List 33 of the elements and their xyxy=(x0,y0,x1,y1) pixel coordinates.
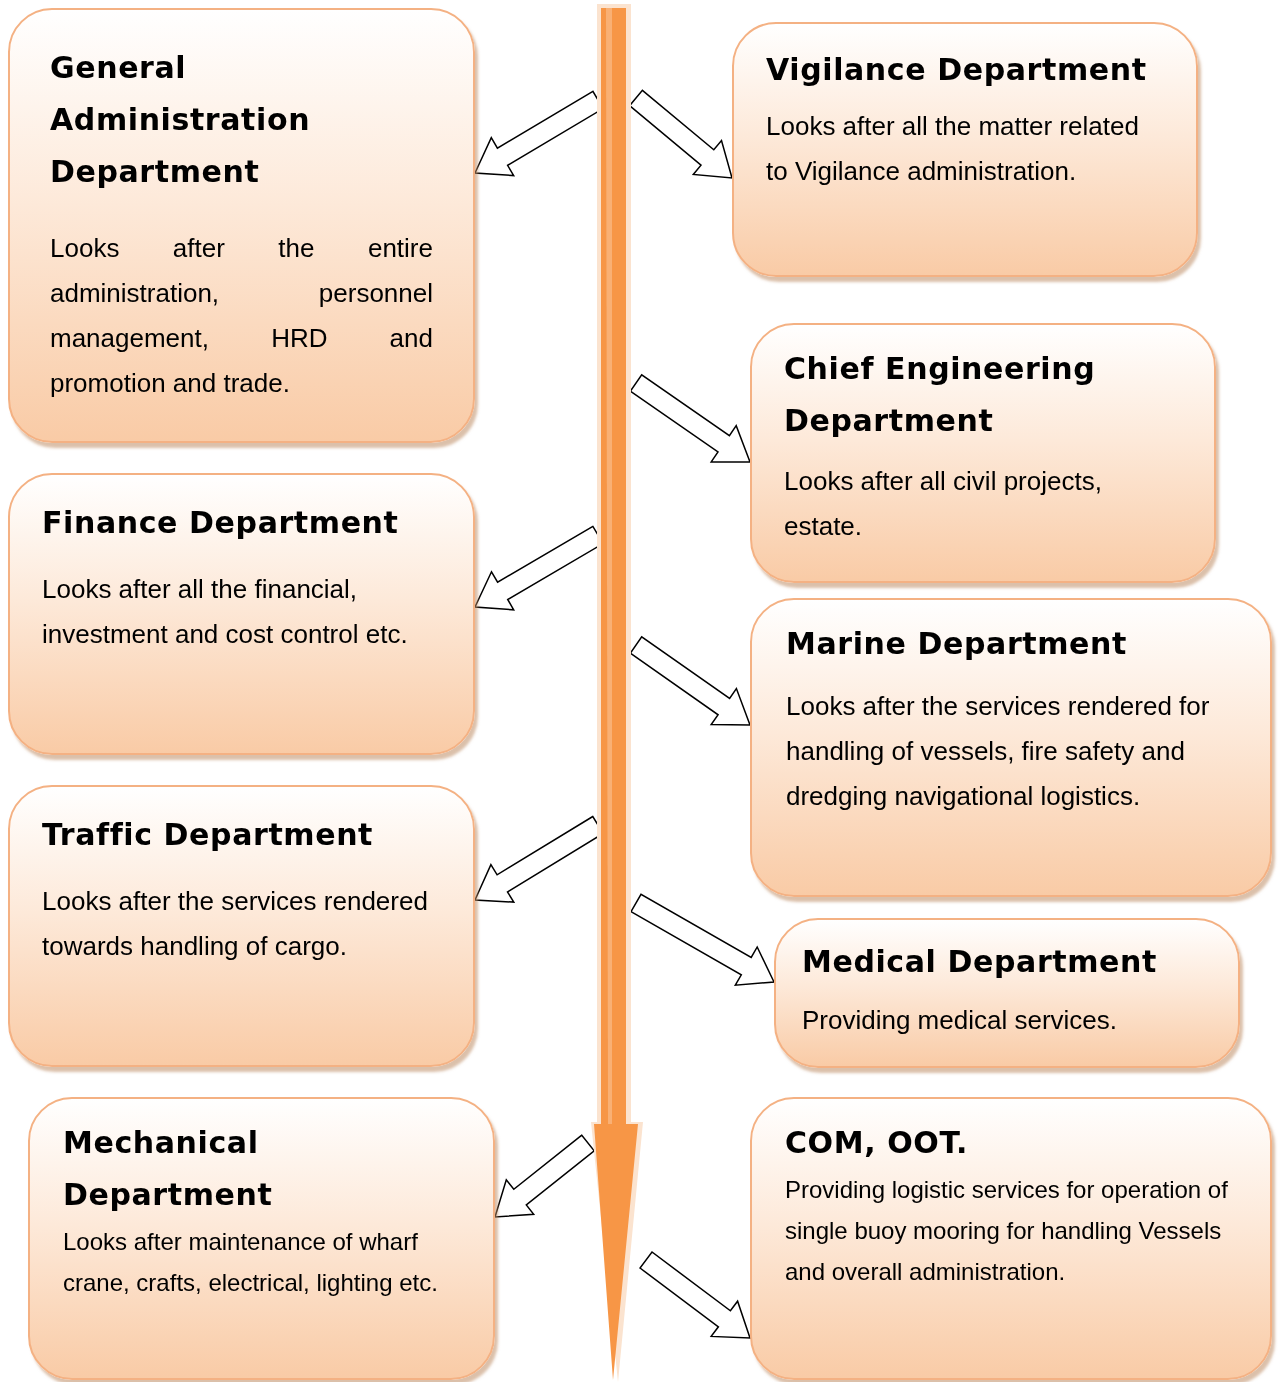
department-title: Vigilance Department xyxy=(766,51,1148,89)
department-description: Looks after all the financial, investment and cost control etc. xyxy=(42,573,409,651)
department-description: Looks after the entire administration, personnel management, HRD and promotion and trade. xyxy=(50,232,433,400)
department-box xyxy=(28,1097,495,1380)
block-arrow xyxy=(493,1134,596,1218)
department-description: Providing logistic services for operation of single buoy mooring for handling Vessels and overall administration. xyxy=(785,1175,1229,1287)
department-description: Looks after all civil projects, estate. xyxy=(784,465,1103,543)
department-box xyxy=(732,22,1198,277)
block-arrow xyxy=(628,89,733,179)
department-title: Marine Department xyxy=(786,625,1128,663)
department-title: Traffic Department xyxy=(42,816,375,854)
department-box xyxy=(750,1097,1272,1380)
department-description: Looks after the services rendered for handling of vessels, fire safety and dredging navigational logistics. xyxy=(786,690,1211,813)
department-box xyxy=(8,8,475,443)
block-arrow xyxy=(629,893,776,987)
department-description: Providing medical services. xyxy=(802,1004,1118,1037)
department-box xyxy=(8,785,475,1067)
department-box xyxy=(750,323,1216,583)
department-title: Chief Engineering Department xyxy=(784,350,1097,440)
block-arrow xyxy=(629,635,752,726)
department-box xyxy=(750,598,1272,897)
department-title: Finance Department xyxy=(42,504,400,542)
block-arrow xyxy=(638,1250,752,1339)
department-title: Mechanical Department xyxy=(63,1124,274,1214)
department-title: General Administration Department xyxy=(50,49,312,191)
department-box xyxy=(774,918,1240,1068)
department-title: Medical Department xyxy=(802,943,1158,981)
department-description: Looks after maintenance of wharf crane, crafts, electrical, lighting etc. xyxy=(63,1227,439,1298)
department-box xyxy=(8,473,475,755)
block-arrow xyxy=(629,373,752,463)
department-title: COM, OOT. xyxy=(785,1124,969,1162)
department-description: Looks after all the matter related to Vigilance administration. xyxy=(766,110,1140,188)
department-description: Looks after the services rendered towards handling of cargo. xyxy=(42,885,429,963)
